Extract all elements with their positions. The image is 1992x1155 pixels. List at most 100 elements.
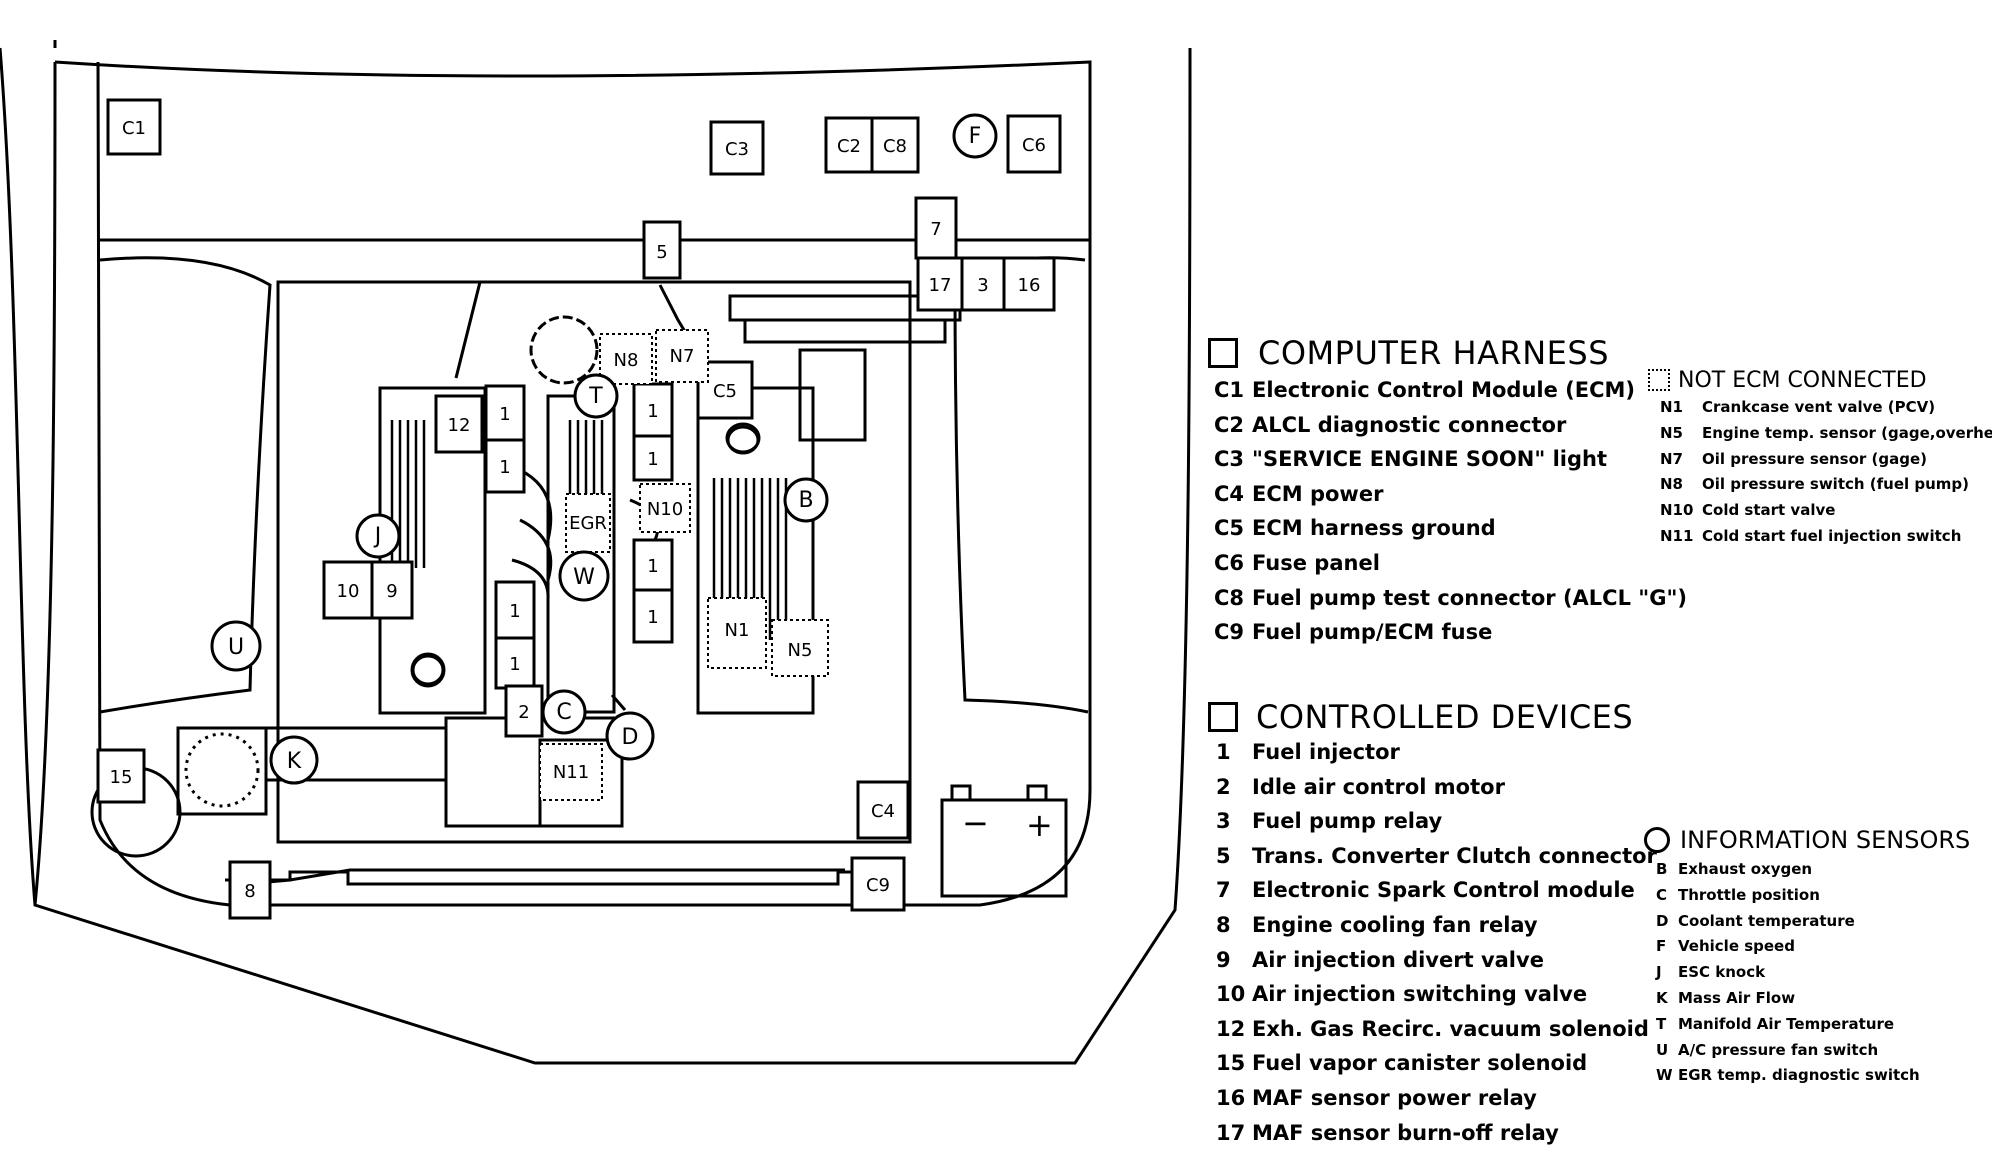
battery-minus-sign: − <box>962 804 989 842</box>
svg-text:15: 15 <box>110 767 133 788</box>
controlled-devices-title: CONTROLLED DEVICES <box>1256 698 1634 736</box>
marker-1d: 1 <box>632 434 674 482</box>
marker-EGR: EGR <box>565 493 611 553</box>
svg-text:N1: N1 <box>725 620 750 641</box>
not-ecm-item-text: Oil pressure sensor (gage) <box>1702 449 1928 468</box>
not-ecm-item-code: N8 <box>1660 475 1683 494</box>
device-item-code: 10 <box>1216 982 1246 1007</box>
marker-15: 15 <box>96 748 146 804</box>
dotted-square-icon <box>1648 369 1670 391</box>
throttle-body <box>798 348 867 442</box>
sensor-T: T <box>573 373 619 419</box>
harness-item-code: C5 <box>1214 516 1245 541</box>
marker-N10: N10 <box>639 483 691 533</box>
not-ecm-item-text: Oil pressure switch (fuel pump) <box>1702 475 1970 494</box>
device-item-code: 7 <box>1216 878 1231 903</box>
information-sensors-title: INFORMATION SENSORS <box>1680 826 1971 854</box>
square-icon <box>1208 702 1238 732</box>
harness-item-text: Electronic Control Module (ECM) <box>1252 378 1635 402</box>
harness-item-code: C1 <box>1214 378 1245 402</box>
not-ecm-item-code: N7 <box>1660 449 1683 468</box>
marker-10: 10 <box>322 560 374 620</box>
svg-text:T: T <box>588 384 603 409</box>
sensor-item-code: C <box>1656 885 1668 904</box>
svg-text:C2: C2 <box>837 136 861 157</box>
computer-harness-title: COMPUTER HARNESS <box>1258 334 1609 372</box>
svg-text:EGR: EGR <box>569 513 607 534</box>
marker-N1: N1 <box>707 597 767 669</box>
marker-1b: 1 <box>484 438 526 494</box>
marker-1f: 1 <box>632 588 674 644</box>
battery-terminal-neg <box>950 784 972 802</box>
device-item-text: Fuel injector <box>1252 740 1400 764</box>
device-item-code: 2 <box>1216 774 1231 799</box>
harness-item-code: C2 <box>1214 412 1245 437</box>
battery-plus-sign: + <box>1026 806 1053 844</box>
right-cylinder-head <box>696 386 815 715</box>
device-item-text: Trans. Converter Clutch connector <box>1252 843 1657 868</box>
harness-item-text: ECM power <box>1252 481 1384 506</box>
sensor-K: K <box>269 735 319 785</box>
harness-item-code: C8 <box>1214 585 1245 610</box>
svg-text:17: 17 <box>929 275 952 296</box>
marker-1h: 1 <box>494 636 536 690</box>
air-box <box>176 726 268 816</box>
not-ecm-item-text: Cold start valve <box>1702 501 1836 520</box>
svg-text:N11: N11 <box>553 762 589 783</box>
svg-text:N5: N5 <box>788 640 813 661</box>
marker-7: 7 <box>914 196 958 260</box>
svg-text:C: C <box>556 700 571 725</box>
svg-text:C8: C8 <box>883 136 907 157</box>
sensor-item-code: B <box>1656 860 1668 878</box>
not-ecm-item: N8 Oil pressure switch (fuel pump) <box>1660 475 1992 501</box>
harness-item-text: ECM harness ground <box>1252 516 1496 541</box>
harness-item-text: Fuel pump test connector (ALCL "G") <box>1252 585 1687 610</box>
engine-block <box>276 280 912 844</box>
sensor-item-code: U <box>1656 1040 1669 1059</box>
sensor-U: U <box>210 620 262 672</box>
right-fender-curve <box>953 256 1089 714</box>
marker-3: 3 <box>960 256 1006 312</box>
battery <box>940 798 1068 898</box>
battery-terminal-pos <box>1026 784 1048 802</box>
svg-text:K: K <box>287 749 302 774</box>
car-body-outline <box>0 40 1192 1065</box>
marker-2: 2 <box>504 684 544 738</box>
svg-text:3: 3 <box>977 275 988 296</box>
square-icon <box>1208 338 1238 368</box>
wire-harness-bottom <box>267 870 856 886</box>
not-ecm-item-code: N1 <box>1660 398 1683 416</box>
circle-icon <box>1644 827 1670 853</box>
not-ecm-item-code: N5 <box>1660 423 1683 442</box>
svg-text:C5: C5 <box>713 381 737 402</box>
marker-C4: C4 <box>856 780 910 840</box>
sensor-F: F <box>952 113 998 159</box>
harness-line-c <box>610 694 627 711</box>
marker-1c: 1 <box>632 382 674 438</box>
computer-harness-legend: COMPUTER HARNESS C1 Electronic Control Mo… <box>1208 330 1687 655</box>
sensor-item-text: Coolant temperature <box>1678 911 1855 930</box>
engine-bay-outline <box>54 60 1092 907</box>
sensor-item-code: W <box>1656 1066 1673 1085</box>
sensor-item-code: K <box>1656 988 1668 1007</box>
harness-item-text: ALCL diagnostic connector <box>1252 412 1567 437</box>
svg-text:1: 1 <box>647 449 658 470</box>
marker-C3: C3 <box>709 120 765 176</box>
marker-N8: N8 <box>599 333 653 385</box>
device-item-text: Electronic Spark Control module <box>1252 878 1635 903</box>
